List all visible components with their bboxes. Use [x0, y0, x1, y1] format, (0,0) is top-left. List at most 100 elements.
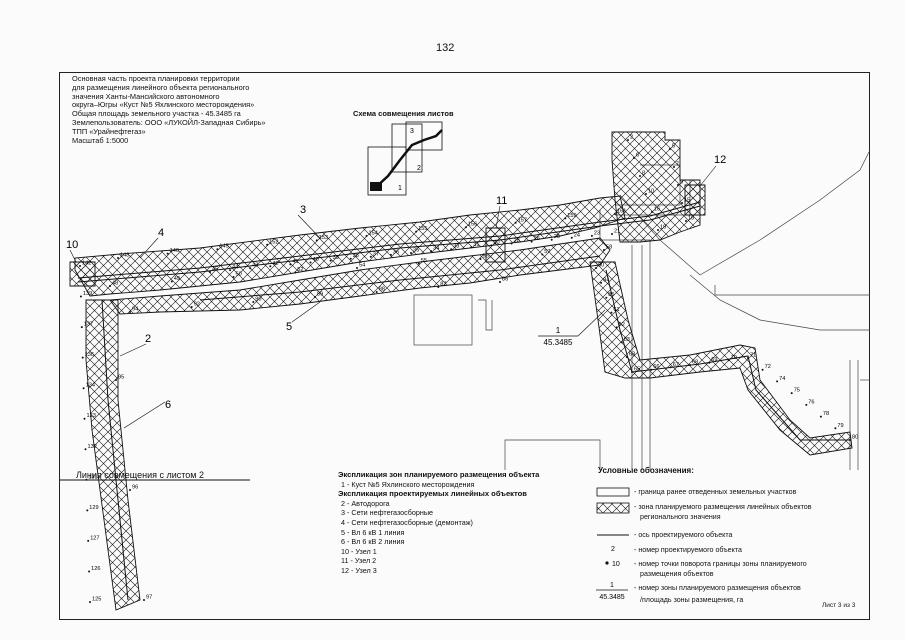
scheme-sheet-label: 2 — [417, 165, 421, 172]
boundary-point — [603, 249, 605, 251]
leader-line — [297, 214, 321, 239]
legend-text: - номер проектируемого объекта — [634, 546, 742, 554]
drawing-frame — [59, 72, 870, 620]
boundary-point-label: 79 — [837, 423, 843, 429]
object-label: 5 — [286, 321, 292, 333]
leader-line — [139, 237, 159, 259]
boundary-point — [633, 157, 635, 159]
leader-line — [69, 249, 77, 263]
boundary-point-label: 157 — [518, 217, 527, 223]
boundary-point — [129, 311, 131, 313]
boundary-point-label: 80 — [852, 435, 858, 441]
boundary-point — [190, 306, 193, 308]
object-label: 12 — [714, 154, 726, 166]
boundary-point-label: 8 — [642, 171, 645, 177]
title-line: Общая площадь земельного участка - 45.34… — [72, 109, 241, 119]
boundary-point — [365, 235, 368, 237]
boundary-point-label: 70 — [731, 355, 737, 361]
boundary-point-label: 41 — [292, 259, 298, 265]
objects-explication-title: Экспликация проектируемых линейных объек… — [338, 489, 527, 499]
boundary-point-label: 126 — [91, 566, 100, 572]
boundary-point — [499, 281, 501, 283]
objects-explication-item: 2 - Автодорога — [341, 498, 390, 508]
boundary-point — [490, 244, 493, 247]
boundary-point-label: 145 — [219, 244, 228, 250]
boundary-point-label: 62 — [619, 322, 625, 328]
boundary-point — [209, 271, 211, 273]
boundary-point — [595, 267, 597, 269]
boundary-point — [669, 366, 672, 369]
boundary-point — [86, 509, 89, 512]
object-label: 4 — [158, 227, 164, 239]
boundary-point-label: 88 — [379, 287, 385, 293]
boundary-point — [82, 387, 85, 390]
legend-symbols: 2 10 1 45.3485 — [596, 487, 630, 601]
boundary-point — [410, 252, 412, 254]
boundary-point — [356, 267, 358, 269]
legend-point-sample: 10 — [612, 561, 620, 568]
boundary-point-label: 33 — [453, 244, 459, 250]
boundary-point — [776, 380, 779, 383]
boundary-point-label: 89 — [317, 292, 323, 298]
scheme-sheet-3 — [405, 121, 443, 151]
boundary-point — [170, 280, 173, 283]
boundary-point-label: 146 — [170, 248, 179, 254]
title-line: ТПП «Урайнефтегаз» — [72, 126, 146, 136]
boundary-point-label: 39 — [333, 255, 339, 261]
object-number-labels: 3 4 5 2 6 10 11 12 — [66, 154, 726, 429]
boundary-point-label: 66 — [653, 364, 659, 370]
boundary-point-label: 5 — [672, 144, 675, 150]
legend-point-symbol — [605, 561, 609, 565]
boundary-point-label: 92 — [194, 302, 200, 308]
boundary-point-label: 26 — [534, 236, 540, 242]
leader-line — [291, 301, 321, 323]
leader-line — [577, 309, 606, 337]
boundary-point — [309, 261, 312, 264]
boundary-point-label: 49 — [174, 276, 180, 282]
boundary-point — [615, 326, 618, 329]
boundary-point-label: 52 — [297, 267, 303, 273]
boundary-point — [611, 233, 613, 235]
boundary-point-label: 45 — [212, 267, 218, 273]
boundary-point-label: 15 — [684, 198, 690, 204]
boundary-point-label: 86 — [502, 277, 508, 283]
boundary-point-label: 83 — [624, 337, 630, 343]
boundary-point-label: 44 — [232, 265, 238, 271]
boundary-point — [81, 356, 84, 359]
boundary-point-label: 132 — [88, 444, 97, 450]
boundary-point — [590, 234, 593, 237]
scheme-pad — [370, 182, 382, 191]
boundary-point-label: 48 — [112, 281, 118, 287]
boundary-point-label: 57 — [544, 249, 550, 255]
legend-hatch-symbol — [596, 502, 630, 514]
boundary-point-label: 142 — [82, 261, 91, 267]
boundary-point — [645, 193, 647, 195]
boundary-point-label: 85 — [608, 292, 614, 298]
objects-explication-item: 4 - Сети нефтегазосборные (демонтаж) — [341, 517, 473, 527]
scheme-sheet-label: 1 — [398, 185, 402, 192]
boundary-point-label: 30 — [493, 240, 499, 246]
boundary-point-label: 37 — [373, 251, 379, 257]
scale-label: Масштаб 1:5000 — [72, 135, 129, 145]
leader-line — [123, 401, 166, 429]
boundary-point — [294, 271, 297, 274]
boundary-point-label: 10 — [648, 189, 654, 195]
boundary-point — [117, 257, 119, 259]
boundary-point-label: 34 — [433, 246, 439, 252]
title-line: Основная часть проекта планировки террит… — [72, 74, 240, 83]
boundary-point — [819, 415, 822, 418]
boundary-point-label: 18 — [688, 216, 694, 222]
boundary-point-label: 74 — [779, 376, 785, 382]
boundary-point — [651, 211, 653, 213]
boundary-point-label: 61 — [613, 307, 619, 313]
boundary-point-label: 9 — [680, 180, 683, 186]
legend-text: - граница ранее отведенных земельных уча… — [634, 488, 797, 496]
boundary-point — [109, 285, 111, 287]
title-line: для размещения линейного объекта региона… — [72, 82, 250, 92]
boundary-point — [685, 220, 687, 222]
scheme-sheet-label: 3 — [410, 128, 414, 135]
boundary-point — [79, 295, 82, 298]
boundary-point — [143, 599, 145, 601]
boundary-point — [85, 478, 88, 481]
